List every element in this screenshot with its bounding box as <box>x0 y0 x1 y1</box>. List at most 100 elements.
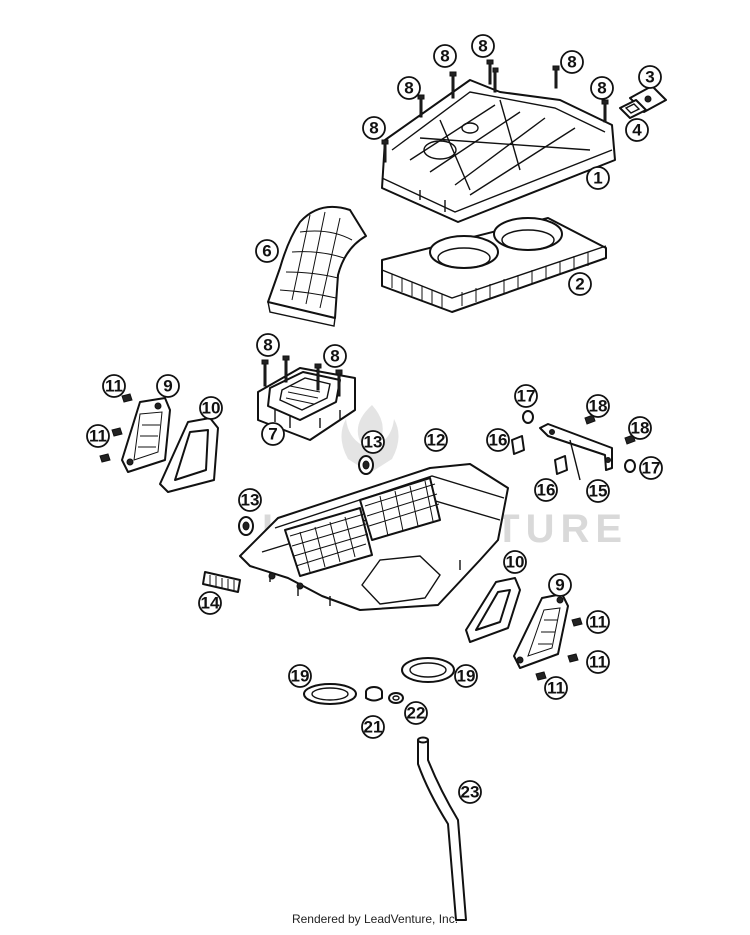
svg-text:4: 4 <box>632 121 642 140</box>
callout-11-c[interactable]: 11 <box>586 610 610 634</box>
svg-text:13: 13 <box>241 491 260 510</box>
svg-text:8: 8 <box>567 53 576 72</box>
svg-text:6: 6 <box>262 242 271 261</box>
callout-11-b[interactable]: 11 <box>86 424 110 448</box>
callout-11-d[interactable]: 11 <box>586 650 610 674</box>
mounting-bracket[interactable] <box>539 423 613 481</box>
callout-2[interactable]: 2 <box>568 272 592 296</box>
svg-text:1: 1 <box>593 169 602 188</box>
callout-22[interactable]: 22 <box>404 701 428 725</box>
air-filter[interactable] <box>381 217 607 313</box>
callout-13-upper[interactable]: 13 <box>361 430 385 454</box>
bracket-nuts[interactable] <box>522 410 636 473</box>
callout-19-right[interactable]: 19 <box>454 664 478 688</box>
svg-text:8: 8 <box>440 47 449 66</box>
callout-19-left[interactable]: 19 <box>288 664 312 688</box>
svg-text:11: 11 <box>105 377 123 396</box>
svg-text:2: 2 <box>575 275 584 294</box>
seal-ring-right[interactable] <box>401 657 455 683</box>
svg-text:12: 12 <box>427 431 446 450</box>
svg-text:3: 3 <box>645 68 654 87</box>
callout-16-b[interactable]: 16 <box>534 478 558 502</box>
plate-gasket[interactable] <box>619 99 647 119</box>
callout-21[interactable]: 21 <box>361 715 385 739</box>
flange-bolts[interactable] <box>261 355 343 397</box>
callout-4[interactable]: 4 <box>625 118 649 142</box>
callout-18-a[interactable]: 18 <box>586 394 610 418</box>
callout-10-right[interactable]: 10 <box>503 550 527 574</box>
airbox-lid[interactable] <box>381 79 616 223</box>
svg-text:9: 9 <box>555 576 564 595</box>
lid-bolts[interactable] <box>381 59 609 163</box>
callout-23[interactable]: 23 <box>458 780 482 804</box>
svg-text:17: 17 <box>642 459 661 478</box>
callout-3[interactable]: 3 <box>638 65 662 89</box>
svg-text:19: 19 <box>457 667 476 686</box>
svg-text:23: 23 <box>461 783 480 802</box>
svg-text:8: 8 <box>597 79 606 98</box>
intake-duct[interactable] <box>267 206 367 327</box>
grommet-lower[interactable] <box>238 516 254 536</box>
callout-7[interactable]: 7 <box>261 422 285 446</box>
callout-8-b[interactable]: 8 <box>471 34 495 58</box>
drain-clamp[interactable] <box>388 692 404 704</box>
svg-text:9: 9 <box>163 377 172 396</box>
svg-text:11: 11 <box>89 427 107 446</box>
callout-8-e[interactable]: 8 <box>590 76 614 100</box>
side-gasket-right[interactable] <box>465 577 521 643</box>
bracket-bolts[interactable] <box>584 414 636 445</box>
callout-1[interactable]: 1 <box>586 166 610 190</box>
callout-14[interactable]: 14 <box>198 591 222 615</box>
svg-text:14: 14 <box>201 594 220 613</box>
side-cover-right[interactable] <box>513 593 569 669</box>
grommet-upper[interactable] <box>358 455 374 475</box>
callout-8-d[interactable]: 8 <box>397 76 421 100</box>
callout-6[interactable]: 6 <box>255 239 279 263</box>
drain-hose[interactable] <box>417 736 467 921</box>
callout-15[interactable]: 15 <box>586 479 610 503</box>
svg-text:8: 8 <box>263 336 272 355</box>
intake-flange[interactable] <box>257 367 356 441</box>
svg-text:18: 18 <box>631 419 650 438</box>
callout-9-right[interactable]: 9 <box>548 573 572 597</box>
trim-strip[interactable] <box>202 571 241 593</box>
callout-13-lower[interactable]: 13 <box>238 488 262 512</box>
svg-text:8: 8 <box>478 37 487 56</box>
airbox-base[interactable] <box>239 463 509 611</box>
callout-8-f[interactable]: 8 <box>362 116 386 140</box>
svg-text:17: 17 <box>517 387 536 406</box>
side-screws-left[interactable] <box>99 393 133 463</box>
svg-text:11: 11 <box>589 613 607 632</box>
svg-text:8: 8 <box>404 79 413 98</box>
svg-text:15: 15 <box>589 482 608 501</box>
callout-17-a[interactable]: 17 <box>514 384 538 408</box>
svg-text:16: 16 <box>489 431 508 450</box>
drain-plug[interactable] <box>365 686 383 702</box>
svg-text:10: 10 <box>506 553 525 572</box>
side-screws-right[interactable] <box>535 617 583 681</box>
callout-16-a[interactable]: 16 <box>486 428 510 452</box>
svg-text:7: 7 <box>268 425 277 444</box>
footer-credit: Rendered by LeadVenture, Inc. <box>291 912 459 926</box>
svg-text:11: 11 <box>589 653 607 672</box>
side-cover-left[interactable] <box>121 397 171 473</box>
svg-text:8: 8 <box>369 119 378 138</box>
svg-text:13: 13 <box>364 433 383 452</box>
callout-18-b[interactable]: 18 <box>628 416 652 440</box>
seal-ring-left[interactable] <box>303 683 357 705</box>
callout-17-b[interactable]: 17 <box>639 456 663 480</box>
bracket-clips[interactable] <box>511 435 568 475</box>
callout-12[interactable]: 12 <box>424 428 448 452</box>
svg-text:11: 11 <box>547 679 565 698</box>
callout-8-a[interactable]: 8 <box>433 44 457 68</box>
callout-8-g[interactable]: 8 <box>256 333 280 357</box>
callout-9-left[interactable]: 9 <box>156 374 180 398</box>
callout-11-a[interactable]: 11 <box>102 374 126 398</box>
svg-text:16: 16 <box>537 481 556 500</box>
callout-10-left[interactable]: 10 <box>199 396 223 420</box>
svg-text:18: 18 <box>589 397 608 416</box>
callout-11-e[interactable]: 11 <box>544 676 568 700</box>
callout-8-h[interactable]: 8 <box>323 344 347 368</box>
callout-8-c[interactable]: 8 <box>560 50 584 74</box>
